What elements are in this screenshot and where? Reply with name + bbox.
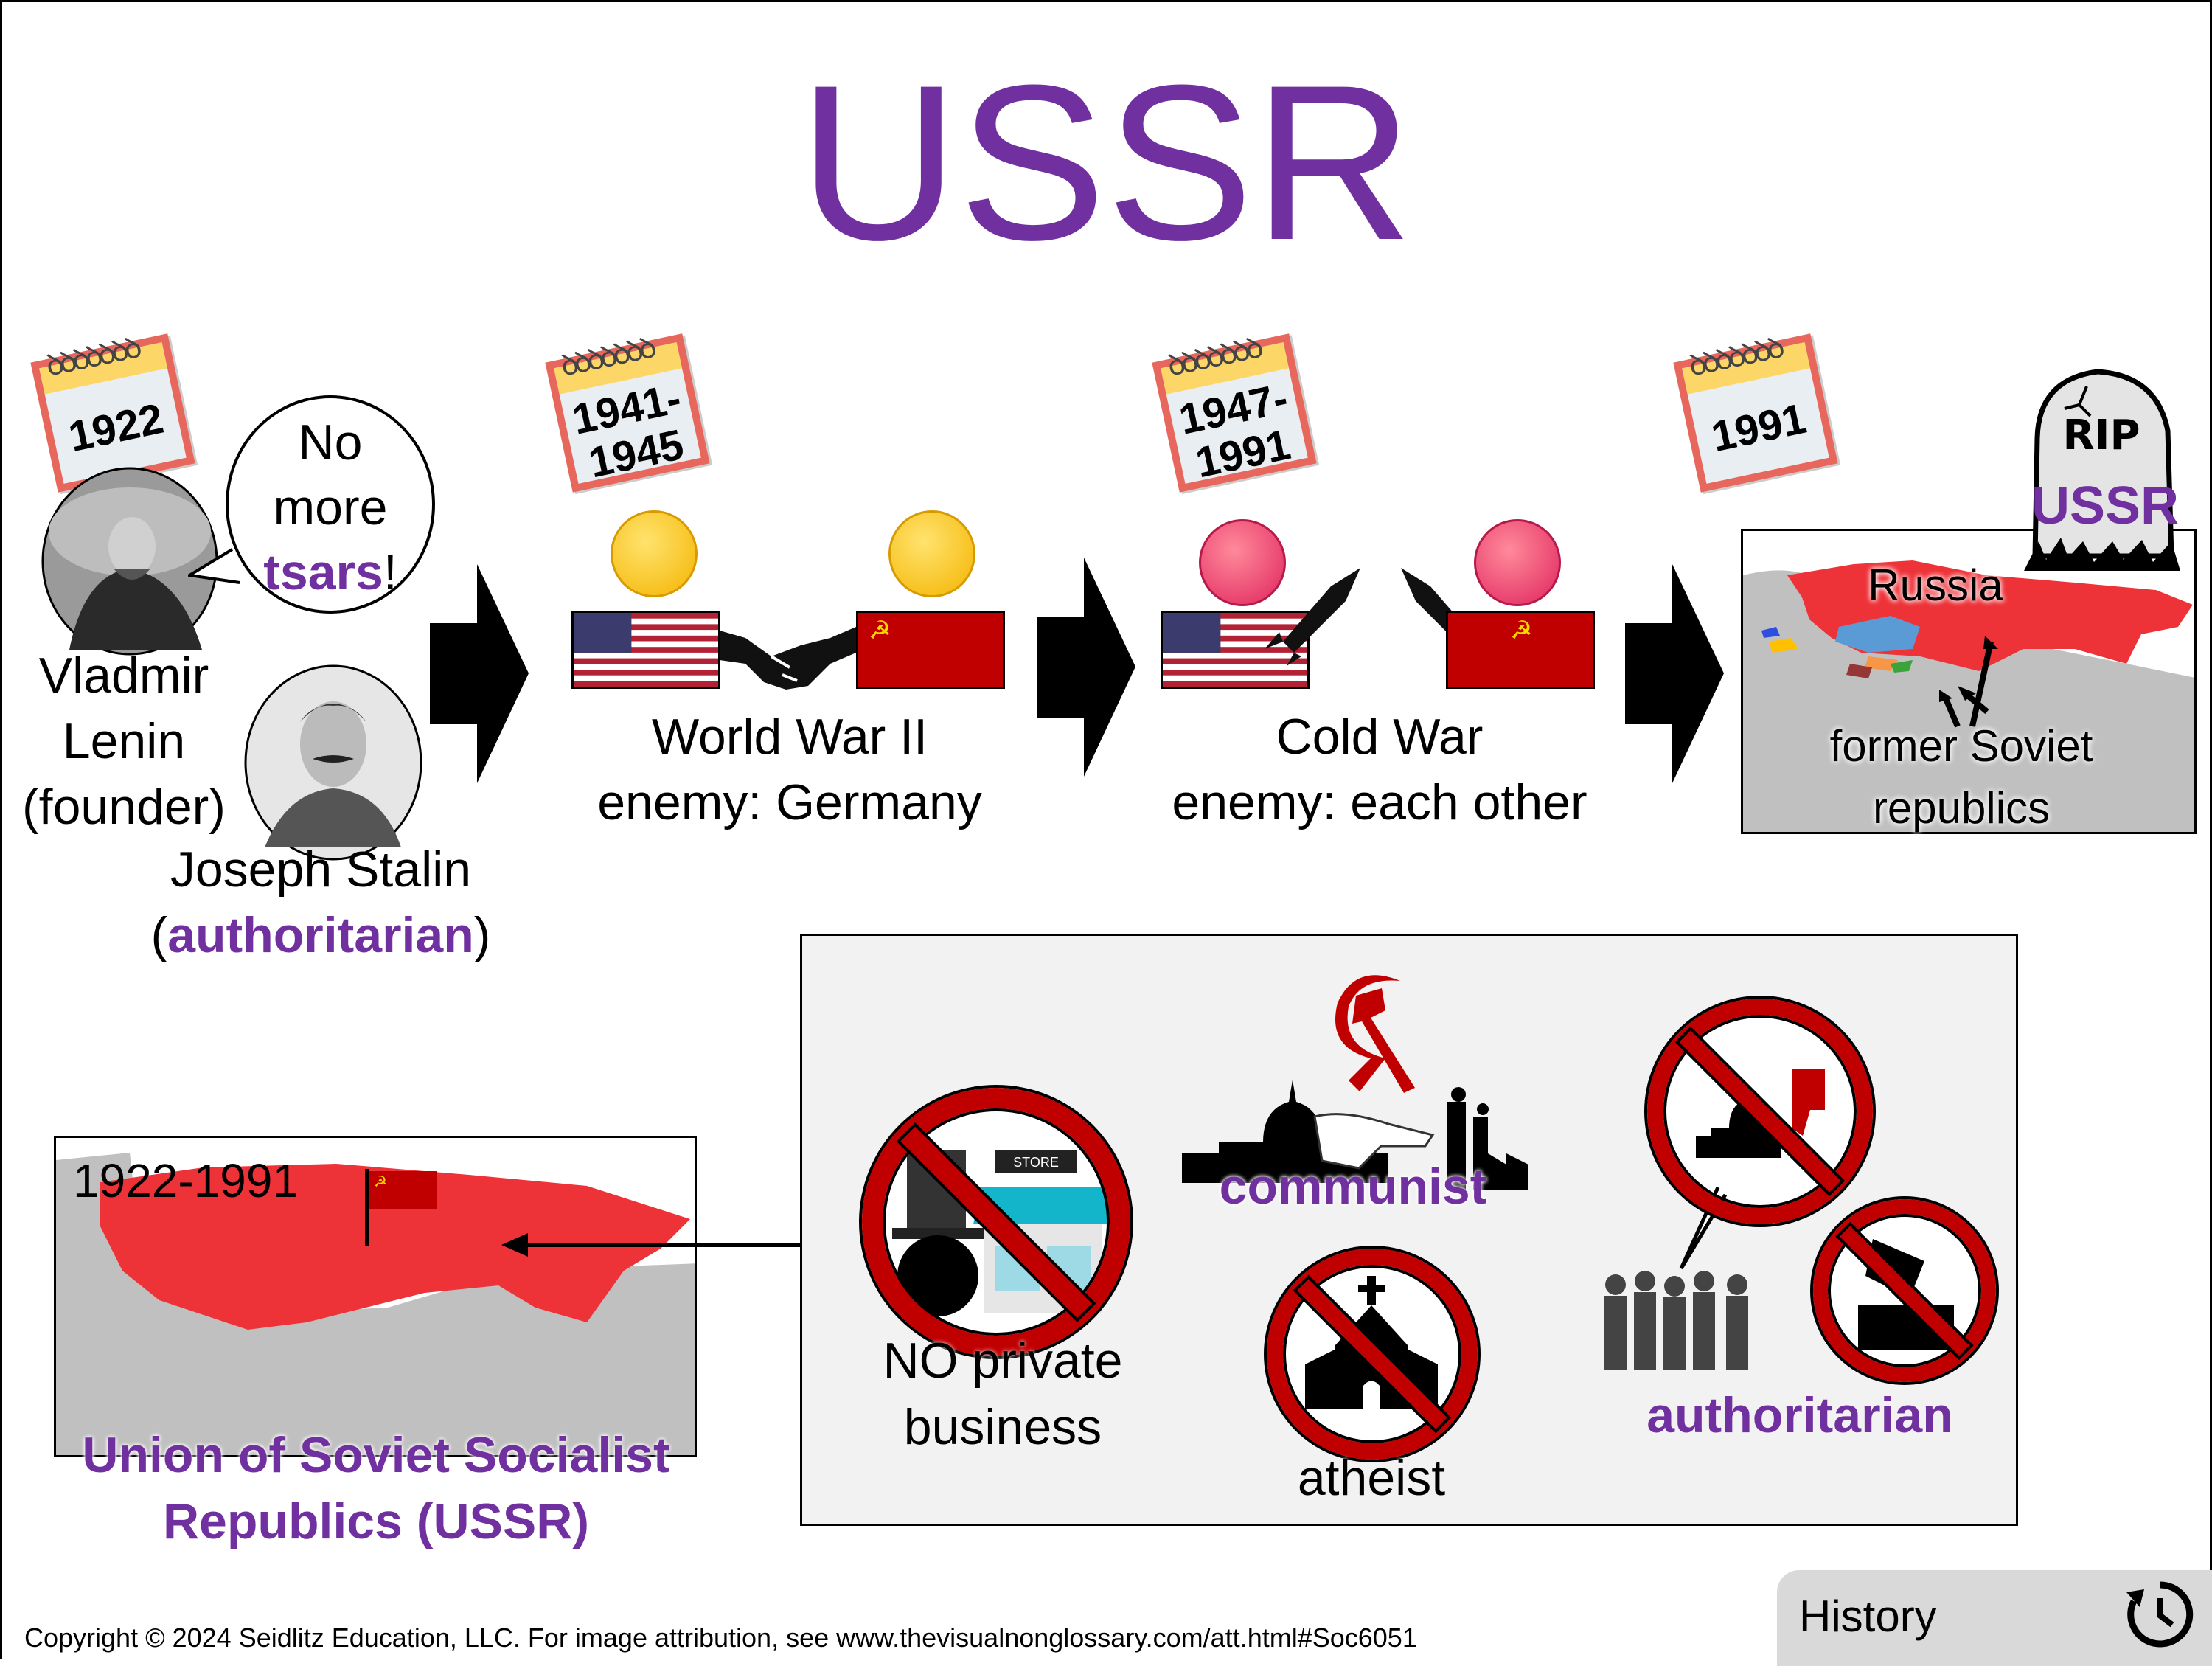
right-arrow-icon xyxy=(1037,558,1135,777)
history-clock-icon xyxy=(2126,1581,2194,1648)
speech-line: more xyxy=(273,479,388,535)
ww2-enemy: enemy: Germany xyxy=(597,774,982,830)
speech-highlight: tsars xyxy=(263,544,383,600)
no-business-label: NO private xyxy=(883,1333,1123,1389)
prohibited-icon xyxy=(1813,1199,1996,1382)
former-republics-label: republics xyxy=(1872,783,2051,833)
angry-face-icon xyxy=(1199,519,1286,606)
ussr-caption: Republics (USSR) xyxy=(162,1493,590,1549)
hammer-sickle-icon xyxy=(1335,975,1415,1093)
ussr-years: 1922-1991 xyxy=(73,1154,299,1207)
post-soviet-map xyxy=(1741,529,2197,834)
right-arrow-icon xyxy=(430,564,529,783)
cold-war-enemy: enemy: each other xyxy=(1172,774,1587,830)
left-arrow-icon xyxy=(501,1233,800,1257)
communist-label: communist xyxy=(1219,1159,1487,1215)
crowd-icon xyxy=(1604,1271,1748,1370)
lenin-name: Vladmir xyxy=(38,648,209,704)
history-category-tab[interactable]: History xyxy=(1777,1570,2212,1666)
pointer-arrows-icon xyxy=(1939,636,1998,728)
atheist-label: atheist xyxy=(1297,1450,1446,1506)
authoritarian-label: authoritarian xyxy=(1646,1387,1953,1443)
right-arrow-icon xyxy=(1625,564,1724,783)
speech-bubble xyxy=(226,395,435,614)
speech-bubble-tail xyxy=(188,548,240,584)
soviet-flag-icon: ☭ xyxy=(1446,611,1595,689)
government-controls-industry-icon xyxy=(1182,1080,1528,1190)
angry-face-icon xyxy=(1474,519,1561,606)
soviet-flag-icon: ☭ xyxy=(856,611,1005,689)
cold-war-label: Cold War xyxy=(1276,709,1484,765)
ww2-label: World War II xyxy=(651,709,928,765)
lenin-name: Lenin xyxy=(62,713,186,769)
tombstone-ussr: USSR xyxy=(2031,476,2180,535)
history-label: History xyxy=(1799,1592,1937,1641)
map-shapes xyxy=(1743,560,2194,832)
lenin-portrait xyxy=(41,467,218,656)
speech-line: No xyxy=(298,414,363,471)
speech-suffix: ! xyxy=(383,544,397,600)
flag-pole xyxy=(365,1169,369,1246)
calendar-date: 1991 xyxy=(1707,394,1811,462)
russia-label: Russia xyxy=(1868,560,2003,610)
paren: ( xyxy=(150,907,168,963)
handshake-icon xyxy=(720,627,856,690)
stalin-role: authoritarian xyxy=(167,907,474,963)
us-flag-icon xyxy=(571,611,720,689)
ussr-map xyxy=(54,1136,697,1457)
calendar-date: 1922 xyxy=(64,394,168,462)
tombstone-rip: RIP xyxy=(2062,412,2140,459)
prohibited-icon xyxy=(862,1088,1130,1356)
tombstone-icon xyxy=(2024,369,2180,571)
grinning-face-icon xyxy=(888,510,975,597)
prohibited-icon xyxy=(1267,1249,1478,1460)
former-republics-label: former Soviet xyxy=(1829,721,2093,771)
ussr-caption: Union of Soviet Socialist xyxy=(82,1427,670,1483)
no-business-label: business xyxy=(903,1399,1102,1455)
soviet-flag-icon: ☭ xyxy=(369,1171,437,1209)
us-flag-icon xyxy=(1161,611,1310,689)
missile-icon xyxy=(1265,568,1360,666)
page-title: USSR xyxy=(799,38,1413,286)
copyright-notice: Copyright © 2024 Seidlitz Education, LLC… xyxy=(24,1622,1417,1653)
map-shapes xyxy=(56,1153,695,1455)
prohibited-icon xyxy=(1647,999,1873,1224)
stalin-portrait xyxy=(244,664,422,861)
lenin-role: (founder) xyxy=(22,779,226,835)
stalin-name: Joseph Stalin xyxy=(170,841,472,898)
paren: ) xyxy=(473,907,491,963)
grinning-face-icon xyxy=(611,510,698,597)
